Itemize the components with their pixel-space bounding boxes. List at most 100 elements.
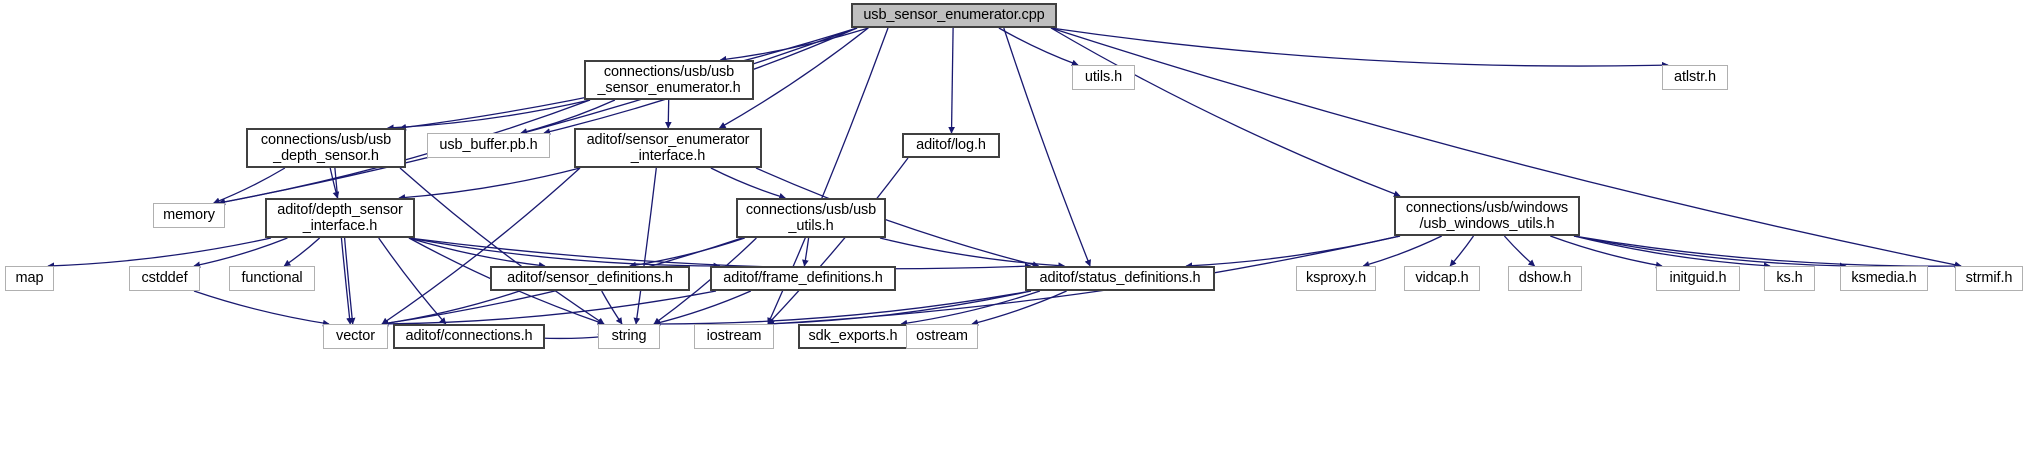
graph-node-iostream[interactable]: iostream xyxy=(694,324,774,349)
graph-edge-sensor_enum_if-to-status_defs xyxy=(755,167,1040,268)
graph-edge-depth_sensor_if-to-map xyxy=(47,237,272,270)
graph-node-usb_utils_h[interactable]: connections/usb/usb _utils.h xyxy=(736,198,886,238)
graph-edge-root-to-sensor_enum_if xyxy=(718,27,869,129)
graph-edges xyxy=(47,27,1962,341)
graph-edge-usb_win_utils-to-ksproxy xyxy=(1362,235,1442,268)
graph-edge-depth_sensor_if-to-frame_defs xyxy=(408,237,721,270)
graph-edge-status_defs-to-ostream xyxy=(971,290,1067,326)
graph-edge-usb_depth_h-to-vector xyxy=(334,167,353,325)
graph-node-label: aditof/frame_definitions.h xyxy=(723,270,883,287)
graph-edge-usb_win_utils-to-dshow xyxy=(1503,235,1536,267)
graph-node-label: iostream xyxy=(706,328,762,345)
graph-node-usb_depth_h[interactable]: connections/usb/usb _depth_sensor.h xyxy=(246,128,406,168)
graph-node-usb_buffer_pb[interactable]: usb_buffer.pb.h xyxy=(427,133,550,158)
graph-node-label: vector xyxy=(336,328,375,345)
graph-edge-usb_utils_h-to-frame_defs xyxy=(802,237,810,267)
graph-edge-root-to-status_defs xyxy=(1003,27,1091,267)
graph-node-label: usb_sensor_enumerator.cpp xyxy=(863,7,1045,24)
graph-edge-root-to-utils_h xyxy=(998,27,1079,67)
graph-node-depth_sensor_if[interactable]: aditof/depth_sensor _interface.h xyxy=(265,198,415,238)
graph-node-label: aditof/connections.h xyxy=(405,328,533,345)
graph-edge-root-to-strmif xyxy=(1050,27,1962,269)
graph-node-label: ksproxy.h xyxy=(1305,270,1367,287)
graph-edge-usb_win_utils-to-ks xyxy=(1573,235,1771,269)
graph-node-connections_h[interactable]: aditof/connections.h xyxy=(393,324,545,349)
graph-node-sdk_exports[interactable]: sdk_exports.h xyxy=(798,324,908,349)
graph-node-root[interactable]: usb_sensor_enumerator.cpp xyxy=(851,3,1057,28)
graph-edge-status_defs-to-iostream xyxy=(767,290,1032,328)
graph-node-label: utils.h xyxy=(1084,69,1123,86)
graph-node-label: connections/usb/usb _depth_sensor.h xyxy=(260,131,392,164)
graph-node-label: connections/usb/usb _utils.h xyxy=(745,201,877,234)
graph-node-label: aditof/log.h xyxy=(916,137,986,154)
graph-edge-status_defs-to-string xyxy=(653,290,1032,328)
graph-node-map[interactable]: map xyxy=(5,266,54,291)
graph-node-string[interactable]: string xyxy=(598,324,660,349)
graph-edge-usb_enum_h-to-usb_buffer_pb xyxy=(520,99,616,135)
graph-edge-root-to-usb_win_utils xyxy=(1050,27,1401,197)
graph-edge-usb_win_utils-to-initguid xyxy=(1550,235,1663,269)
graph-node-label: initguid.h xyxy=(1669,270,1727,287)
graph-edge-usb_depth_h-to-memory xyxy=(213,167,286,204)
graph-edge-usb_enum_h-to-memory xyxy=(218,99,591,206)
graph-edge-usb_enum_h-to-sensor_enum_if xyxy=(664,99,672,129)
graph-edge-root-to-atlstr_h xyxy=(1050,27,1669,69)
graph-node-label: strmif.h xyxy=(1965,270,2013,287)
graph-node-label: aditof/sensor_definitions.h xyxy=(507,270,673,287)
graph-node-status_defs[interactable]: aditof/status_definitions.h xyxy=(1025,266,1215,291)
graph-node-initguid[interactable]: initguid.h xyxy=(1656,266,1740,291)
graph-edge-frame_defs-to-string xyxy=(653,290,752,326)
graph-node-sensor_enum_if[interactable]: aditof/sensor_enumerator _interface.h xyxy=(574,128,762,168)
graph-edge-usb_utils_h-to-status_defs xyxy=(879,237,1066,269)
graph-node-label: aditof/sensor_enumerator _interface.h xyxy=(586,131,750,164)
graph-edge-usb_depth_h-to-string xyxy=(399,167,605,325)
graph-node-sensor_defs[interactable]: aditof/sensor_definitions.h xyxy=(490,266,690,291)
graph-edge-sensor_defs-to-vector xyxy=(381,290,520,327)
graph-node-label: atlstr.h xyxy=(1674,69,1716,86)
graph-edge-depth_sensor_if-to-sensor_defs xyxy=(408,237,546,269)
graph-edge-root-to-usb_enum_h xyxy=(719,27,869,63)
graph-node-label: map xyxy=(15,270,44,287)
graph-node-label: aditof/depth_sensor _interface.h xyxy=(277,201,403,234)
graph-node-label: aditof/status_definitions.h xyxy=(1039,270,1201,287)
graph-node-label: string xyxy=(611,328,647,345)
graph-node-frame_defs[interactable]: aditof/frame_definitions.h xyxy=(710,266,896,291)
graph-node-label: usb_buffer.pb.h xyxy=(439,137,538,154)
graph-node-label: ks.h xyxy=(1776,270,1803,287)
graph-node-ostream[interactable]: ostream xyxy=(906,324,978,349)
graph-node-label: dshow.h xyxy=(1518,270,1572,287)
graph-node-label: ostream xyxy=(916,328,968,345)
graph-node-atlstr_h[interactable]: atlstr.h xyxy=(1662,65,1728,90)
graph-node-dshow[interactable]: dshow.h xyxy=(1508,266,1582,291)
graph-edge-depth_sensor_if-to-status_defs xyxy=(408,237,1032,270)
graph-node-functional[interactable]: functional xyxy=(229,266,315,291)
graph-edge-sensor_enum_if-to-depth_sensor_if xyxy=(398,167,581,201)
graph-node-aditof_log[interactable]: aditof/log.h xyxy=(902,133,1000,158)
graph-edge-status_defs-to-sdk_exports xyxy=(900,290,1041,327)
graph-node-label: connections/usb/windows /usb_windows_uti… xyxy=(1405,199,1569,232)
graph-node-cstddef[interactable]: cstddef xyxy=(129,266,200,291)
graph-edge-depth_sensor_if-to-functional xyxy=(283,237,321,267)
graph-node-label: ksmedia.h xyxy=(1851,270,1917,287)
graph-node-label: vidcap.h xyxy=(1415,270,1469,287)
graph-node-ks[interactable]: ks.h xyxy=(1764,266,1815,291)
graph-node-vector[interactable]: vector xyxy=(323,324,388,349)
graph-node-ksmedia[interactable]: ksmedia.h xyxy=(1840,266,1928,291)
graph-edge-sensor_enum_if-to-usb_utils_h xyxy=(710,167,786,200)
graph-node-usb_win_utils[interactable]: connections/usb/windows /usb_windows_uti… xyxy=(1394,196,1580,236)
graph-node-usb_enum_h[interactable]: connections/usb/usb _sensor_enumerator.h xyxy=(584,60,754,100)
graph-node-memory[interactable]: memory xyxy=(153,203,225,228)
graph-node-ksproxy[interactable]: ksproxy.h xyxy=(1296,266,1376,291)
graph-node-vidcap[interactable]: vidcap.h xyxy=(1404,266,1480,291)
graph-node-label: functional xyxy=(241,270,303,287)
graph-edge-usb_enum_h-to-usb_depth_h xyxy=(387,99,591,132)
graph-edge-usb_utils_h-to-string xyxy=(653,237,757,325)
graph-edge-depth_sensor_if-to-vector xyxy=(343,237,356,325)
graph-node-strmif[interactable]: strmif.h xyxy=(1955,266,2023,291)
graph-edge-usb_win_utils-to-ksmedia xyxy=(1573,235,1847,270)
graph-node-label: sdk_exports.h xyxy=(808,328,898,345)
graph-edge-sensor_enum_if-to-string xyxy=(633,167,657,325)
graph-node-utils_h[interactable]: utils.h xyxy=(1072,65,1135,90)
